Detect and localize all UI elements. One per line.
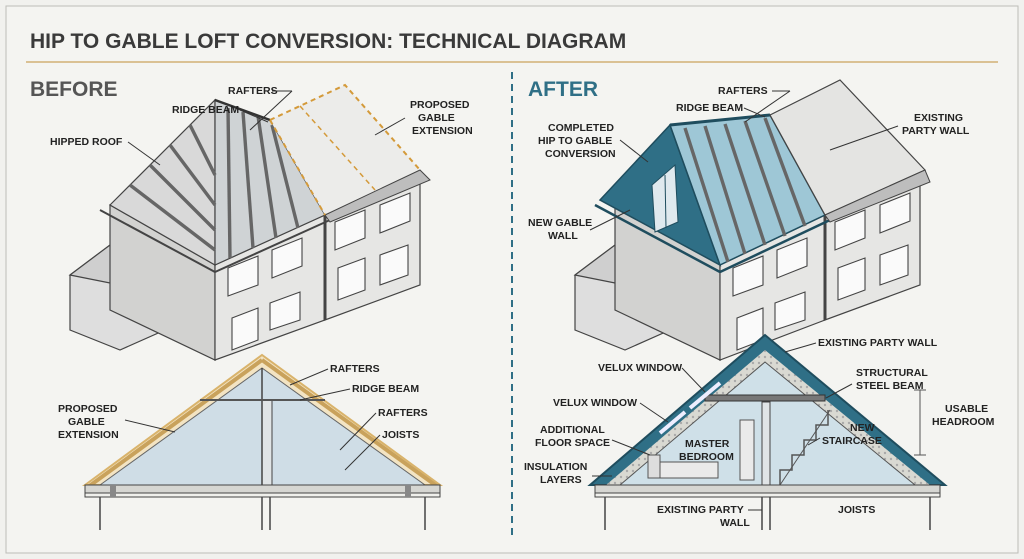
label-after-ridge-beam: RIDGE BEAM (676, 102, 743, 114)
label-new-gable-2: WALL (548, 230, 578, 242)
label-structural-steel-1: STRUCTURAL (856, 367, 928, 379)
before-section (81, 353, 444, 530)
label-completed-1: COMPLETED (548, 122, 614, 134)
label-additional-floor-2: FLOOR SPACE (535, 437, 610, 449)
before-house (68, 83, 431, 361)
label-section-rafters-top: RAFTERS (330, 363, 380, 375)
label-new-staircase-2: STAIRCASE (822, 435, 882, 447)
label-section-proposed-3: EXTENSION (58, 429, 119, 441)
label-additional-floor-1: ADDITIONAL (540, 424, 605, 436)
label-section-rafters-mid: RAFTERS (378, 407, 428, 419)
label-existing-party-2: PARTY WALL (902, 125, 970, 137)
before-section-labels: RAFTERS RIDGE BEAM RAFTERS JOISTS PROPOS… (58, 363, 428, 471)
label-velux-window-2: VELUX WINDOW (553, 397, 637, 409)
after-heading: AFTER (528, 78, 598, 101)
label-proposed-gable-1: PROPOSED (410, 99, 470, 111)
label-hipped-roof: HIPPED ROOF (50, 136, 123, 148)
label-completed-2: HIP TO GABLE (538, 135, 612, 147)
label-existing-party-1: EXISTING (914, 112, 963, 124)
after-house-labels: RAFTERS RIDGE BEAM COMPLETED HIP TO GABL… (528, 85, 970, 242)
label-existing-party-bottom-1: EXISTING PARTY (657, 504, 744, 516)
label-insulation-2: LAYERS (540, 474, 582, 486)
after-section (587, 333, 948, 530)
label-rafters: RAFTERS (228, 85, 278, 97)
label-insulation-1: INSULATION (524, 461, 587, 473)
page-title: HIP TO GABLE LOFT CONVERSION: TECHNICAL … (30, 30, 626, 53)
label-section-joists: JOISTS (382, 429, 419, 441)
label-after-joists: JOISTS (838, 504, 875, 516)
label-section-ridge-beam: RIDGE BEAM (352, 383, 419, 395)
label-section-proposed-1: PROPOSED (58, 403, 118, 415)
after-house (573, 79, 931, 361)
before-heading: BEFORE (30, 78, 118, 101)
label-structural-steel-2: STEEL BEAM (856, 380, 924, 392)
label-new-gable-1: NEW GABLE (528, 217, 592, 229)
label-master-bedroom-1: MASTER (685, 438, 730, 450)
before-house-labels: RAFTERS RIDGE BEAM HIPPED ROOF PROPOSED … (50, 85, 473, 166)
label-proposed-gable-3: EXTENSION (412, 125, 473, 137)
label-existing-party-wall-top: EXISTING PARTY WALL (818, 337, 938, 349)
label-velux-window-1: VELUX WINDOW (598, 362, 682, 374)
label-master-bedroom-2: BEDROOM (679, 451, 734, 463)
label-existing-party-bottom-2: WALL (720, 517, 750, 529)
label-new-staircase-1: NEW (850, 422, 875, 434)
label-usable-headroom-1: USABLE (945, 403, 988, 415)
label-after-rafters: RAFTERS (718, 85, 768, 97)
label-section-proposed-2: GABLE (68, 416, 105, 428)
label-ridge-beam: RIDGE BEAM (172, 104, 239, 116)
after-section-labels: EXISTING PARTY WALL VELUX WINDOW VELUX W… (524, 337, 995, 529)
label-proposed-gable-2: GABLE (418, 112, 455, 124)
label-usable-headroom-2: HEADROOM (932, 416, 995, 428)
label-completed-3: CONVERSION (545, 148, 616, 160)
